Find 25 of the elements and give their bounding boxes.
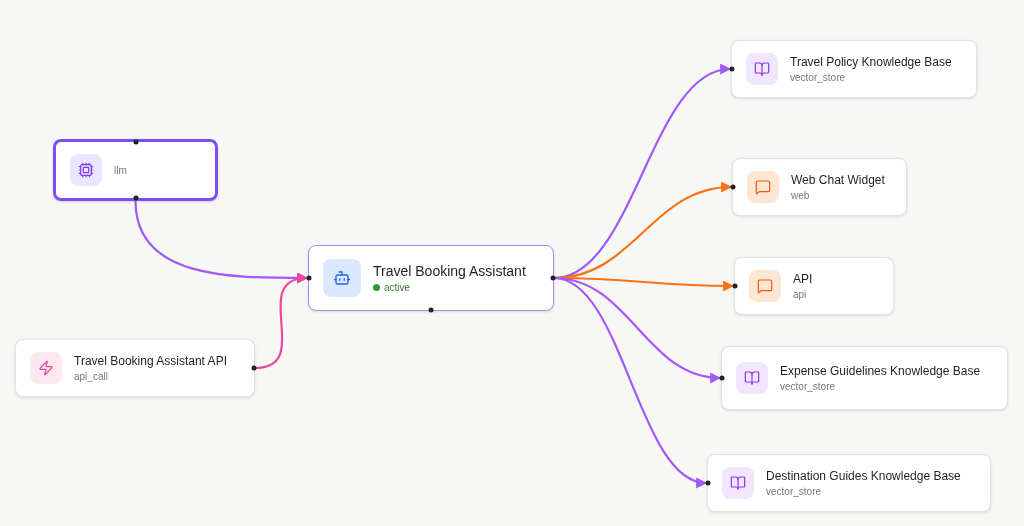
node-card xyxy=(721,346,1008,410)
node-card xyxy=(732,158,907,216)
node-title: Destination Guides Knowledge Base xyxy=(766,469,961,483)
connector-arrow xyxy=(254,273,309,370)
node-type: vector_store xyxy=(790,72,847,83)
node-title: Web Chat Widget xyxy=(791,173,885,187)
node-title: Travel Booking Assistant API xyxy=(74,354,227,368)
node-title: Travel Booking Assistant xyxy=(373,263,526,279)
node-card xyxy=(15,339,255,397)
node-type: web xyxy=(791,190,811,201)
node-title: API xyxy=(793,272,813,286)
node-title: Expense Guidelines Knowledge Base xyxy=(780,364,981,378)
node-type: llm xyxy=(114,164,127,176)
node-type: api_call xyxy=(74,371,109,382)
node-card xyxy=(734,257,894,315)
node-card xyxy=(707,454,991,512)
node-title: Travel Policy Knowledge Base xyxy=(790,55,952,69)
node-card xyxy=(731,40,977,98)
connector-arrow xyxy=(553,276,708,486)
agent-card xyxy=(308,245,554,311)
node-type: vector_store xyxy=(766,486,823,497)
node-card xyxy=(53,139,218,201)
node-type: vector_store xyxy=(780,381,837,392)
node-type: api xyxy=(793,289,808,300)
status-text: active xyxy=(384,282,411,293)
